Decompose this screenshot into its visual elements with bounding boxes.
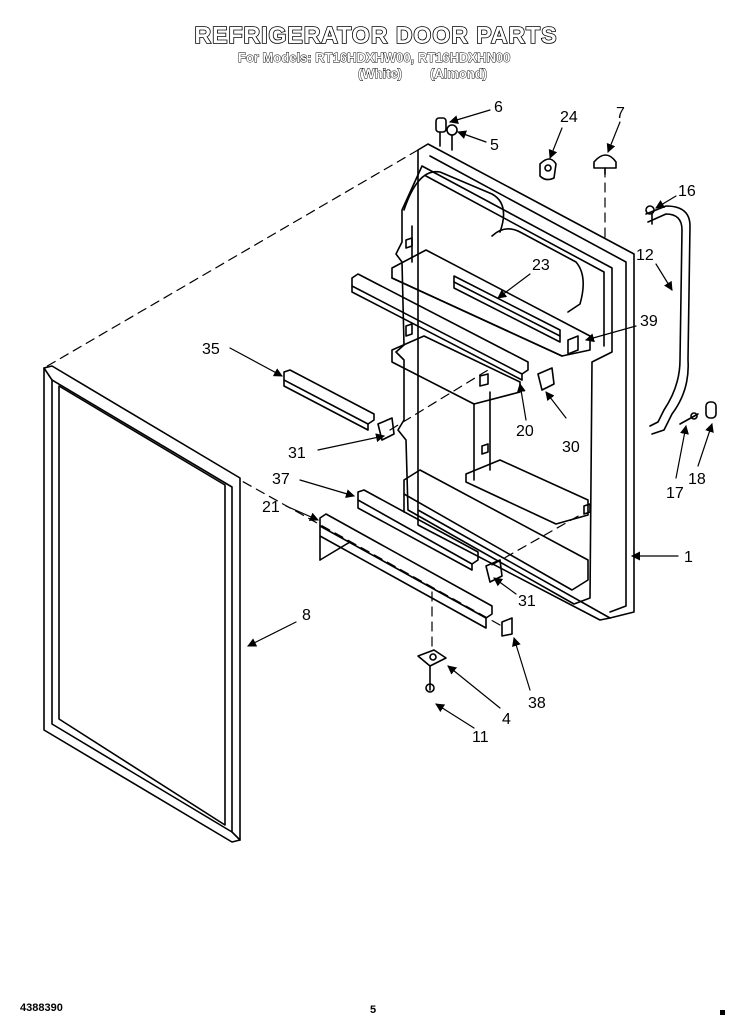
callout-6: 6 xyxy=(494,99,503,116)
callout-31-lower: 31 xyxy=(518,593,536,610)
callout-leaders xyxy=(229,109,714,729)
callout-12: 12 xyxy=(636,247,654,264)
corner-mark xyxy=(720,1010,725,1015)
callout-7: 7 xyxy=(616,105,625,122)
callout-4: 4 xyxy=(502,711,511,728)
page-title: REFRIGERATOR DOOR PARTS xyxy=(194,21,558,49)
callout-5: 5 xyxy=(490,137,499,154)
callout-20: 20 xyxy=(516,423,534,440)
callout-35: 35 xyxy=(202,341,220,358)
callout-11: 11 xyxy=(472,729,489,746)
shelf-bar-20 xyxy=(351,273,529,381)
callout-30: 30 xyxy=(562,439,580,456)
page-number: 5 xyxy=(370,1004,377,1016)
callout-37: 37 xyxy=(272,471,290,488)
shelf-bar-37 xyxy=(357,489,479,571)
lower-hinge-4 xyxy=(417,649,447,693)
variant-almond: (Almond) xyxy=(430,66,488,82)
door-liner xyxy=(391,165,613,605)
hinge-cap-7 xyxy=(593,154,617,175)
callout-1: 1 xyxy=(684,549,693,566)
callout-24: 24 xyxy=(560,109,578,126)
variant-white: (White) xyxy=(358,66,403,82)
callout-17: 17 xyxy=(666,485,684,502)
models-line: For Models: RT16HDXHW00, RT16HDXHN00 xyxy=(238,50,511,66)
callout-21: 21 xyxy=(262,499,280,516)
upper-hinge-pin xyxy=(435,117,458,151)
door-handle-12 xyxy=(645,205,717,435)
callout-8: 8 xyxy=(302,607,311,624)
callout-18: 18 xyxy=(688,471,706,488)
callout-labels: 6 5 24 7 16 12 23 39 35 20 30 31 17 18 3… xyxy=(202,99,706,746)
dairy-bar-23 xyxy=(453,275,561,343)
callout-16: 16 xyxy=(678,183,696,200)
callout-23: 23 xyxy=(532,257,550,274)
shelf-bar-35 xyxy=(283,369,375,431)
callout-31-upper: 31 xyxy=(288,445,306,462)
document-number: 4388390 xyxy=(20,1002,63,1014)
callout-38: 38 xyxy=(528,695,546,712)
bar-retainers xyxy=(377,237,591,637)
callout-39: 39 xyxy=(640,313,658,330)
shelf-bar-21 xyxy=(319,513,493,629)
door-gasket xyxy=(43,365,241,843)
door-outer-panel xyxy=(417,143,635,621)
hole-plug-24 xyxy=(539,158,557,181)
